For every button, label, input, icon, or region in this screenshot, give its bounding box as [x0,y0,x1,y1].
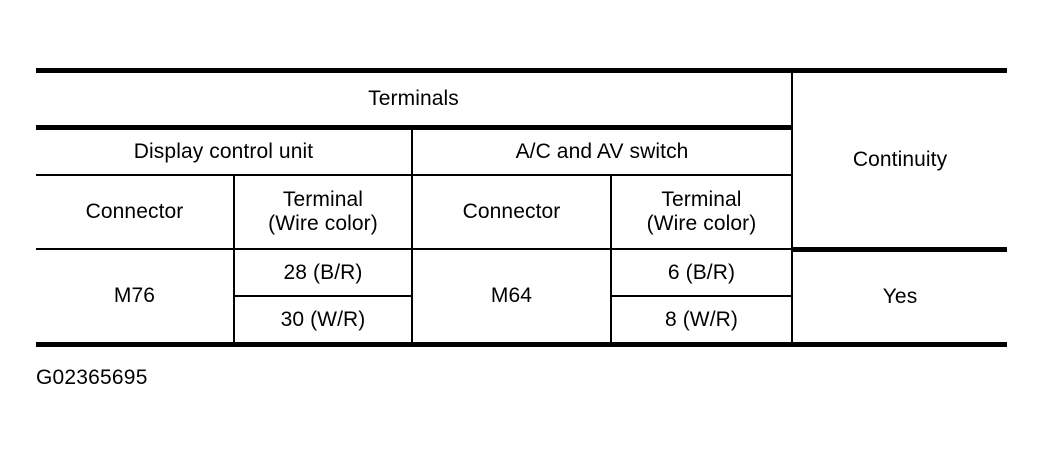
header-terminals: Terminals [36,68,793,130]
subheader-terminal-left-line1: Terminal [282,188,364,212]
cell-right-terminal: 6 (B/R) [609,249,793,297]
cell-left-connector: M76 [36,249,234,347]
header-group-ac-av-switch: A/C and AV switch [410,127,793,176]
header-continuity: Continuity [791,68,1008,252]
cell-right-terminal: 8 (W/R) [609,296,793,347]
subheader-terminal-right-line1: Terminal [661,188,742,212]
figure-id-caption: G02365695 [36,366,148,389]
cell-left-terminal: 30 (W/R) [233,296,412,347]
table-row: 30 (W/R) 8 (W/R) [36,296,1007,347]
header-group-display-control-unit: Display control unit [36,127,412,176]
cell-left-terminal: 28 (B/R) [233,249,412,297]
table-row: M76 28 (B/R) M64 6 (B/R) Yes [36,249,1008,347]
subheader-terminal-right: Terminal (Wire color) [609,175,793,250]
continuity-table: Terminals Continuity Display control uni… [36,68,1008,347]
subheader-terminal-right-line2: (Wire color) [646,212,757,235]
cell-continuity-value: Yes [791,249,1008,347]
table-header-row-subheaders: Connector Terminal (Wire color) Connecto… [36,175,1007,250]
subheader-connector-left: Connector [36,175,234,250]
continuity-table-container: Terminals Continuity Display control uni… [36,68,1008,347]
cell-right-connector: M64 [411,249,611,347]
subheader-terminal-left-line2: (Wire color) [268,212,378,235]
subheader-connector-right: Connector [411,175,611,250]
table-header-row-terminals: Terminals Continuity [36,68,1008,252]
table-header-row-groups: Display control unit A/C and AV switch [36,127,1007,176]
subheader-terminal-left: Terminal (Wire color) [233,175,412,250]
